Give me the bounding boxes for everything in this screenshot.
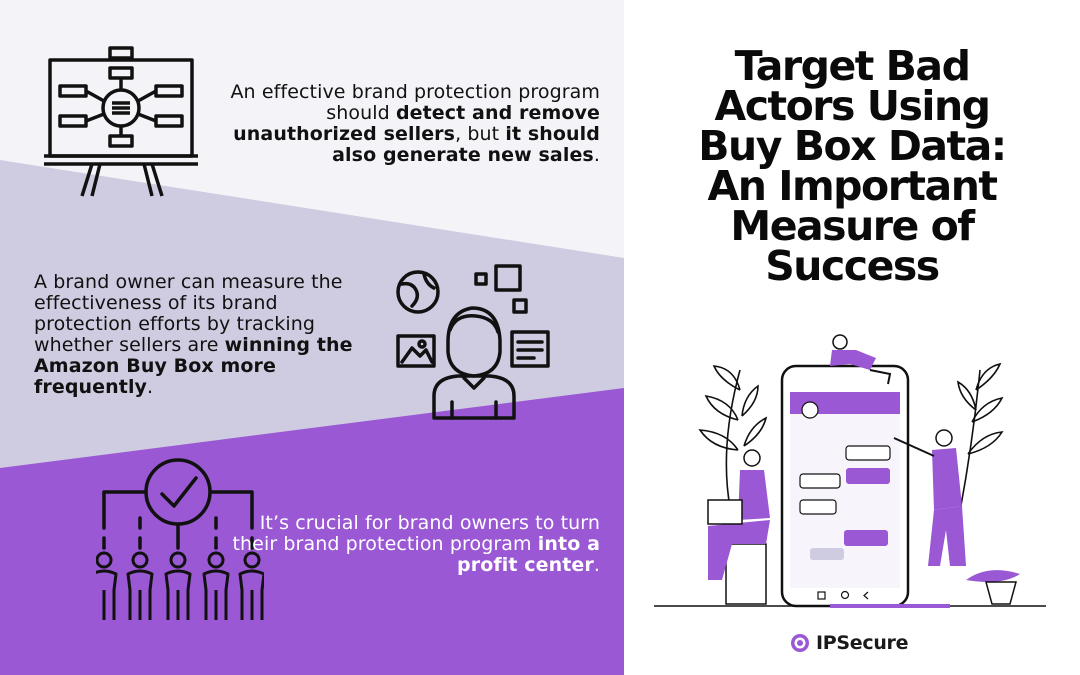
right-panel: Target Bad Actors Using Buy Box Data: An… (624, 0, 1080, 675)
presentation-board-icon (44, 46, 198, 197)
block-1-segment-4: it should also generate new sales (332, 123, 600, 166)
block-1-segment-3: , but (455, 123, 506, 145)
title-line: Actors Using (714, 82, 992, 130)
block-3-segment-3: . (593, 554, 600, 576)
brand-logo: IPSecure (790, 632, 909, 654)
block-2-segment-1: A brand owner can measure the effectiven… (34, 271, 343, 356)
chat-avatar (801, 401, 819, 419)
ground-accent (830, 604, 950, 608)
left-panel: An effective brand protection program sh… (0, 0, 624, 675)
block-1-segment-2: detect and remove unauthorized sellers (233, 102, 600, 145)
block-2-segment-3: . (147, 376, 154, 398)
person-standing (893, 429, 966, 566)
title-line: Success (765, 242, 940, 290)
plant-pot (985, 581, 1017, 605)
ipsecure-logo-icon (791, 634, 809, 652)
block-2-segment-2: winning the Amazon Buy Box more frequent… (34, 334, 353, 398)
phone-screen (790, 392, 900, 588)
phone-chat-illustration (654, 334, 1046, 608)
title-line: Target Bad (734, 42, 971, 90)
block-3-segment-1: It’s crucial for brand owners to turn th… (232, 512, 600, 555)
block-3-segment-2: into a profit center (457, 533, 600, 576)
block-1-segment-5: . (593, 144, 600, 166)
chat-bubbles (799, 445, 891, 560)
bottom-band (0, 388, 624, 675)
team-approval-icon (96, 458, 264, 620)
plant-leaf-accent (966, 570, 1020, 582)
block-1-text: An effective brand protection program sh… (220, 82, 600, 166)
person-with-media-icon (396, 264, 550, 420)
block-2-text: A brand owner can measure the effectiven… (34, 272, 374, 398)
title-line: An Important (707, 162, 998, 210)
title-line: Buy Box Data: (698, 122, 1007, 170)
page-title: Target Bad Actors Using Buy Box Data: An… (624, 42, 1080, 290)
background-bands (0, 0, 624, 675)
brand-name: IPSecure (816, 632, 909, 654)
person-top (830, 334, 892, 385)
phone-nav-buttons (817, 590, 869, 600)
block-1-segment-1: An effective brand protection program sh… (230, 81, 600, 124)
block-3-text: It’s crucial for brand owners to turn th… (220, 513, 600, 576)
person-seated (707, 449, 770, 605)
title-line: Measure of (730, 202, 975, 250)
